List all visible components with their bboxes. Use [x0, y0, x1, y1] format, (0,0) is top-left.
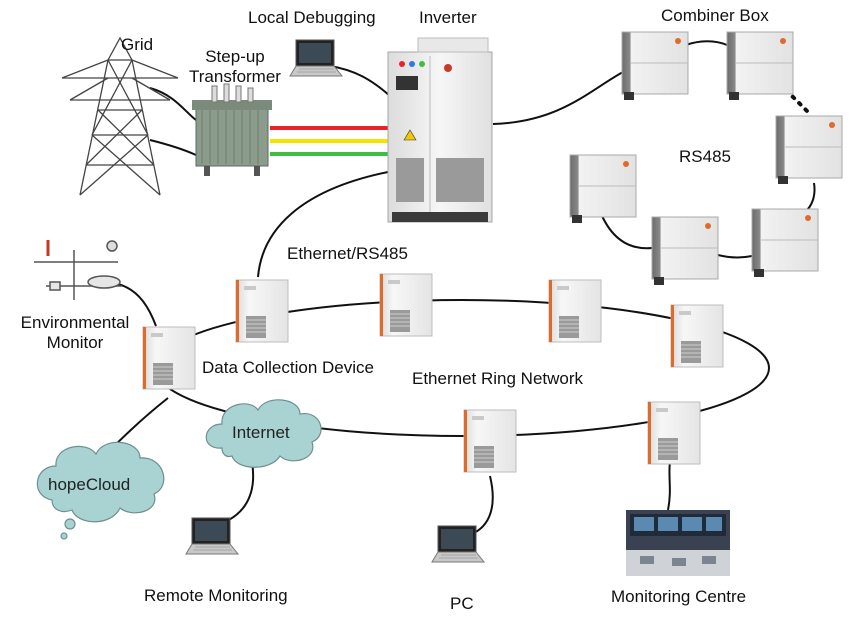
ethernet-rs485-label: Ethernet/RS485 [287, 244, 408, 263]
data-collector-5-icon [647, 401, 701, 465]
data-collector-3-icon [548, 279, 602, 343]
internet-cloud-icon [205, 399, 322, 468]
monitoring-centre-label: Monitoring Centre [611, 587, 747, 606]
combiner-box-1-icon [621, 31, 689, 101]
remote-monitoring-laptop-icon [185, 517, 239, 555]
data-collector-1-icon [235, 279, 289, 343]
grid-tower-icon [61, 36, 179, 196]
combiner-box-2-icon [726, 31, 794, 101]
remote-monitoring-label: Remote Monitoring [144, 586, 288, 605]
grid-label: Grid [121, 35, 154, 54]
combiner-box-6-icon [751, 208, 819, 278]
environmental-monitor-label: Environmental Monitor [10, 313, 140, 353]
ethernet-rs485-link [257, 171, 389, 278]
pc-laptop-icon [431, 525, 485, 563]
combiner-box-5-icon [651, 216, 719, 286]
rs485-loop [492, 40, 816, 259]
data-collector-6-icon [463, 409, 517, 473]
connection-lines [89, 40, 816, 537]
data-collection-device-label: Data Collection Device [202, 358, 374, 377]
data-collector-left-icon [142, 326, 196, 390]
data-collector-2-icon [379, 273, 433, 337]
inverter-label: Inverter [419, 8, 477, 27]
combiner-box-4-icon [569, 154, 637, 224]
environmental-monitor-icon [34, 240, 122, 300]
hopecloud-cloud-icon [36, 441, 165, 540]
step-up-transformer-icon [192, 83, 272, 176]
environmental-label-line1: Environmental [20, 313, 130, 332]
combiner-box-label: Combiner Box [661, 6, 769, 25]
hopecloud-label: hopeCloud [48, 475, 131, 494]
step-up-label-line1: Step-up [205, 47, 265, 66]
combiner-box-3-icon [775, 115, 843, 185]
pc-label: PC [450, 594, 474, 613]
step-up-label-line2: Transformer [189, 67, 281, 86]
rs485-label: RS485 [679, 147, 731, 166]
internet-label: Internet [232, 423, 290, 442]
local-debugging-laptop-icon [289, 39, 343, 77]
local-debugging-label: Local Debugging [248, 8, 376, 27]
environmental-label-line2: Monitor [46, 333, 104, 352]
three-phase-cables [270, 126, 388, 156]
inverter-icon [387, 37, 493, 223]
monitoring-centre-image [626, 510, 730, 576]
ethernet-ring-network-label: Ethernet Ring Network [412, 369, 584, 388]
step-up-transformer-label: Step-up Transformer [185, 47, 285, 87]
data-collector-4-icon [670, 304, 724, 368]
